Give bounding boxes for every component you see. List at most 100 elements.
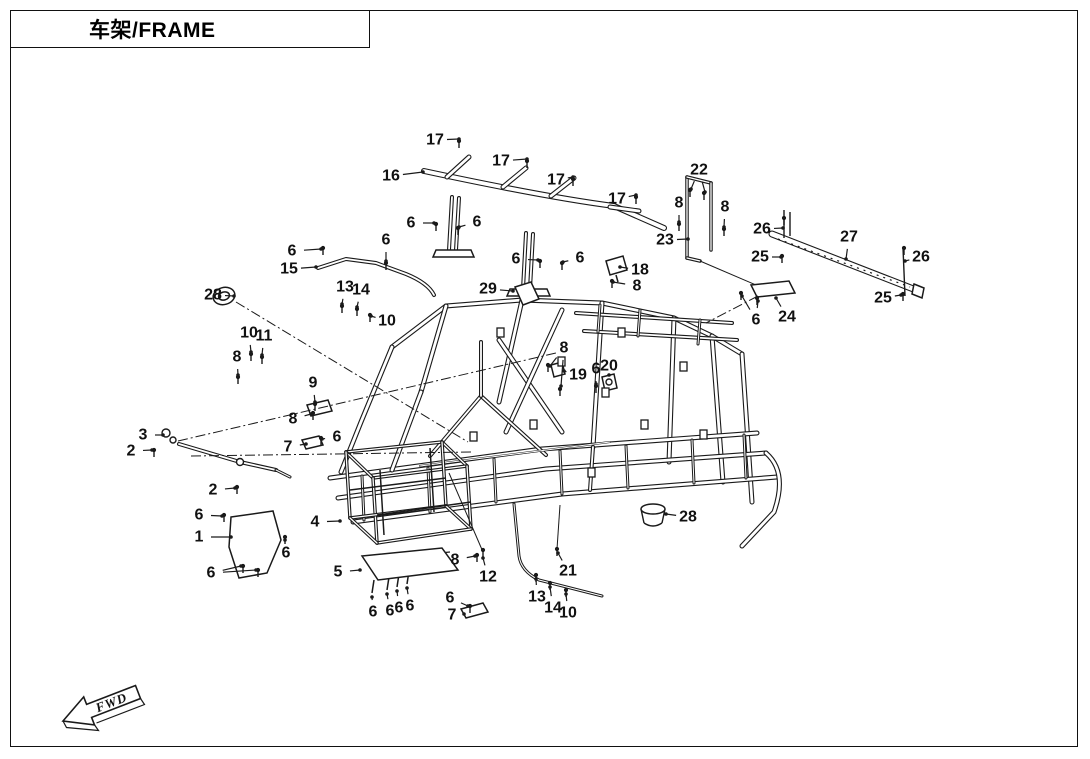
frame-tube-inner <box>441 441 447 507</box>
frame-bracket <box>496 327 505 338</box>
callout-endpoint <box>548 585 552 589</box>
callout-endpoint <box>161 433 165 437</box>
callout-number-14: 14 <box>352 282 370 299</box>
callout-endpoint <box>304 442 308 446</box>
callout-endpoint <box>313 400 317 404</box>
frame-tube-inner <box>376 528 472 544</box>
frame-detail-line <box>777 238 911 288</box>
frame-tube-inner <box>691 439 695 484</box>
frame-tube <box>350 474 780 525</box>
callout-endpoint <box>457 137 461 141</box>
callout-endpoint <box>150 448 154 452</box>
part-outline <box>431 249 476 258</box>
callout-endpoint <box>564 592 568 596</box>
callout-number-17: 17 <box>492 153 510 170</box>
callout-endpoint <box>562 369 566 373</box>
frame-tube-inner <box>427 467 431 513</box>
callout-number-8: 8 <box>721 199 730 216</box>
callout-number-3: 3 <box>139 427 148 444</box>
fwd-arrow-label: FWD <box>93 689 130 715</box>
callout-number-15: 15 <box>280 261 298 278</box>
frame-tube-inner <box>769 231 919 293</box>
frame-tube-inner <box>625 445 629 489</box>
frame-tube-inner <box>559 450 563 495</box>
frame-tube-inner <box>501 166 528 189</box>
callout-number-4: 4 <box>311 514 320 531</box>
callout-leader <box>549 357 558 367</box>
frame-tube-inner <box>445 505 472 530</box>
callout-number-6: 6 <box>369 604 378 621</box>
frame-detail-line <box>379 469 385 536</box>
callout-number-6: 6 <box>382 232 391 249</box>
callout-number-10: 10 <box>240 325 258 342</box>
dash-dot-line <box>190 451 474 457</box>
frame-tube-inner <box>597 304 601 333</box>
frame-tube-inner <box>390 390 423 472</box>
callout-leader <box>701 181 706 193</box>
frame-tube-inner <box>317 258 435 296</box>
callout-endpoint <box>607 373 611 377</box>
frame-tube-inner <box>529 233 534 290</box>
callout-number-6: 6 <box>446 590 455 607</box>
callout-endpoint <box>457 225 461 229</box>
part-outline <box>605 255 628 276</box>
frame-tube-inner <box>637 309 641 337</box>
callout-endpoint <box>283 538 287 542</box>
callout-number-6: 6 <box>512 251 521 268</box>
callout-number-10: 10 <box>559 605 577 622</box>
frame-bracket <box>699 429 708 440</box>
callout-endpoint <box>369 314 373 318</box>
callout-endpoint <box>432 221 436 225</box>
callout-endpoint <box>634 193 638 197</box>
frame-tube-inner <box>361 475 365 521</box>
callout-number-9: 9 <box>309 375 318 392</box>
callout-number-20: 20 <box>600 358 618 375</box>
callout-number-29: 29 <box>479 281 497 298</box>
grommet <box>217 291 231 301</box>
callout-number-8: 8 <box>233 349 242 366</box>
frame-tube-inner <box>497 338 564 434</box>
frame-tube-inner <box>743 434 747 479</box>
callout-endpoint <box>756 299 760 303</box>
callout-endpoint <box>689 187 693 191</box>
callout-endpoint <box>405 586 409 590</box>
callout-number-17: 17 <box>608 191 626 208</box>
page-title: 车架/FRAME <box>89 19 216 42</box>
part-outline <box>360 547 460 581</box>
dash-dot-line <box>235 301 469 443</box>
callout-endpoint <box>722 225 726 229</box>
fwd-arrow-depth <box>62 698 146 732</box>
frame-tube-inner <box>441 441 468 467</box>
callout-endpoint <box>421 170 425 174</box>
callout-endpoint <box>319 247 323 251</box>
grommet <box>640 503 666 515</box>
callout-endpoint <box>559 384 563 388</box>
frame-tube-inner <box>686 176 712 184</box>
callout-endpoint <box>611 280 615 284</box>
callout-number-8: 8 <box>675 195 684 212</box>
part-circle <box>169 436 177 444</box>
callout-number-6: 6 <box>288 243 297 260</box>
callout-leader <box>560 359 564 387</box>
callout-number-12: 12 <box>479 569 497 586</box>
frame-detail-line <box>643 522 663 527</box>
title-box: 车架/FRAME <box>10 10 370 48</box>
callout-endpoint <box>664 512 668 516</box>
callout-endpoint <box>466 604 470 608</box>
callout-endpoint <box>229 535 233 539</box>
frame-tube-inner <box>455 197 460 251</box>
callout-number-11: 11 <box>256 328 273 345</box>
frame-tube-inner <box>608 205 641 213</box>
frame-tube-inner <box>520 298 714 338</box>
frame-detail-line <box>902 247 906 297</box>
callout-number-25: 25 <box>874 290 892 307</box>
frame-tube-inner <box>740 451 781 548</box>
part-circle <box>235 457 245 467</box>
callout-number-2: 2 <box>209 482 218 499</box>
callout-number-6: 6 <box>282 545 291 562</box>
frame-tube <box>389 297 525 350</box>
callout-number-6: 6 <box>207 565 216 582</box>
callout-number-26: 26 <box>912 249 930 266</box>
